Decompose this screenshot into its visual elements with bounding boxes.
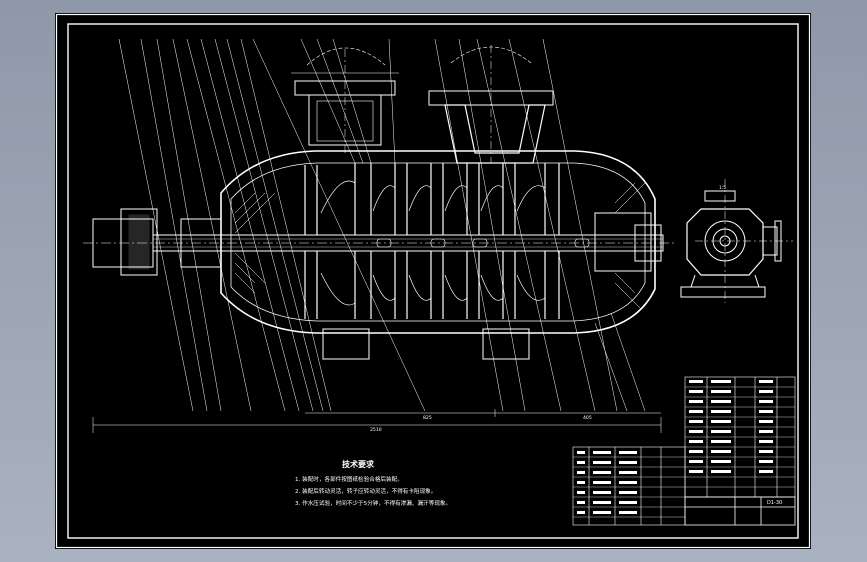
dimension-overall: 2510 — [370, 427, 382, 433]
drawing-number: D1-30 — [767, 500, 782, 506]
pump-assembly-drawing: 技术要求 1. 装配时，各部件按图纸检验合格后装配。 2. 装配后转动灵活，转子… — [55, 13, 811, 549]
side-view-label: 1:5 — [719, 185, 726, 191]
drawing-sheet: 技术要求 1. 装配时，各部件按图纸检验合格后装配。 2. 装配后转动灵活，转子… — [55, 13, 811, 549]
note-item-1: 1. 装配时，各部件按图纸检验合格后装配。 — [295, 475, 403, 483]
side-view — [680, 179, 793, 303]
inner-border — [67, 23, 799, 539]
part-table-entries — [577, 380, 773, 514]
dimension-lines — [92, 409, 662, 433]
title-block — [684, 496, 796, 526]
parts-table-lower — [572, 446, 686, 526]
dimension-left-segment: 825 — [423, 415, 432, 421]
note-item-2: 2. 装配后转动灵活，转子应转动灵活，不得有卡阻现象。 — [295, 487, 436, 495]
parts-table — [684, 376, 796, 498]
note-item-3: 3. 作水压试验，时间不少于5分钟，不得有渗漏、漏汗等现象。 — [295, 499, 451, 507]
outer-border — [55, 13, 811, 549]
main-section-view — [83, 45, 675, 360]
notes-title: 技术要求 — [342, 459, 375, 469]
leader-lines — [118, 38, 646, 412]
dimension-right-segment: 405 — [583, 415, 592, 421]
